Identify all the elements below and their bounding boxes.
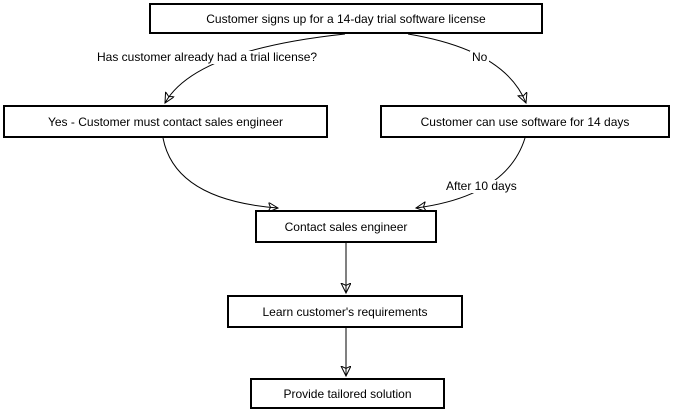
edge-label-after-10-days: After 10 days <box>444 179 519 193</box>
edge-label-no: No <box>470 50 490 64</box>
edge-use-to-contact <box>416 137 526 208</box>
node-contact-sales: Contact sales engineer <box>255 210 437 243</box>
node-learn-requirements: Learn customer's requirements <box>227 295 463 328</box>
edge-signup-to-use <box>407 33 526 103</box>
node-learn-requirements-label: Learn customer's requirements <box>262 304 428 319</box>
node-yes-contact-sales: Yes - Customer must contact sales engine… <box>3 105 328 138</box>
node-provide-solution-label: Provide tailored solution <box>283 386 412 401</box>
edge-signup-to-yes <box>165 33 346 103</box>
node-yes-contact-sales-label: Yes - Customer must contact sales engine… <box>47 114 283 129</box>
node-signup: Customer signs up for a 14-day trial sof… <box>149 3 543 34</box>
node-provide-solution: Provide tailored solution <box>250 378 445 409</box>
node-signup-label: Customer signs up for a 14-day trial sof… <box>206 11 486 26</box>
node-use-software: Customer can use software for 14 days <box>380 105 670 138</box>
node-contact-sales-label: Contact sales engineer <box>284 219 408 234</box>
node-use-software-label: Customer can use software for 14 days <box>420 114 630 129</box>
edge-label-question: Has customer already had a trial license… <box>95 50 320 64</box>
edge-yes-to-contact <box>162 137 278 208</box>
